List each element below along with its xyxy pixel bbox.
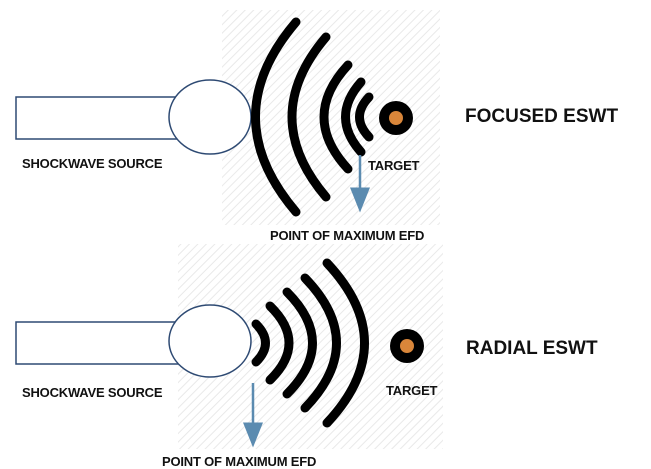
- radial-wave-3: [282, 287, 317, 399]
- focused-title: FOCUSED ESWT: [465, 106, 619, 127]
- radial-wave-2: [265, 301, 294, 385]
- focused-wave-2: [287, 32, 331, 202]
- radial-efd-label: POINT OF MAXIMUM EFD: [162, 454, 317, 469]
- focused-target-label: TARGET: [368, 158, 420, 173]
- focused-efd-label: POINT OF MAXIMUM EFD: [270, 228, 425, 243]
- radial-panel: [15, 244, 443, 449]
- focused-source-ellipse: [168, 79, 252, 155]
- radial-wave-4: [300, 273, 341, 413]
- focused-wavefronts: [251, 17, 374, 217]
- radial-wave-5: [322, 258, 369, 428]
- radial-source-rectangle: [15, 321, 179, 365]
- focused-panel: [15, 10, 440, 225]
- radial-source-ellipse: [168, 304, 252, 378]
- focused-wave-4: [341, 77, 366, 157]
- radial-target-label: TARGET: [386, 383, 438, 398]
- focused-source-label: SHOCKWAVE SOURCE: [22, 156, 163, 171]
- radial-wavefronts: [251, 258, 369, 428]
- focused-target-icon: [379, 101, 413, 135]
- radial-target-icon: [390, 329, 424, 363]
- focused-wave-5: [355, 92, 374, 142]
- radial-title: RADIAL ESWT: [466, 338, 598, 359]
- focused-source-rectangle: [15, 96, 179, 140]
- focused-wave-1: [251, 17, 301, 217]
- focused-wave-3: [319, 60, 353, 174]
- radial-source-label: SHOCKWAVE SOURCE: [22, 385, 163, 400]
- radial-wave-1: [251, 319, 270, 367]
